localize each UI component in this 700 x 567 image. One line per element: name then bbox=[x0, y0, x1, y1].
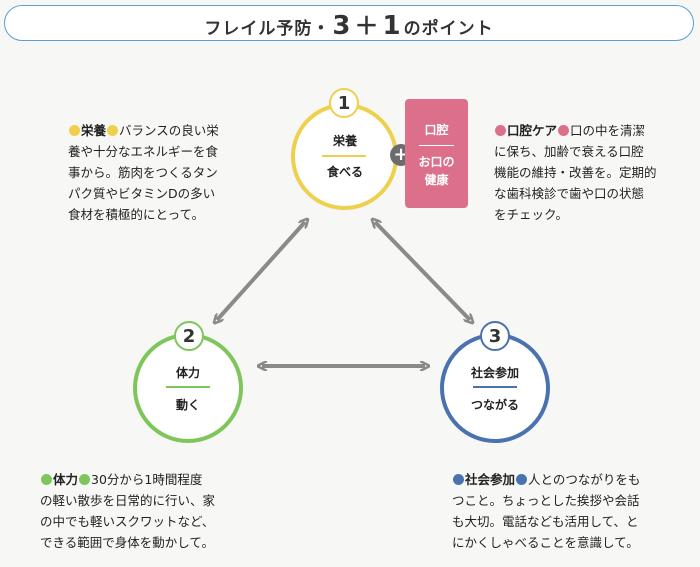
social-label: 社会参加 bbox=[470, 366, 519, 380]
physical-divider bbox=[166, 386, 210, 388]
social-number-badge: 3 bbox=[480, 321, 510, 351]
nutrition-description: 栄養バランスの良い栄 養や十分なエネルギーを食 事から。筋肉をつくるタン パク質… bbox=[68, 123, 219, 222]
arrow-nutrition-physical bbox=[217, 222, 305, 320]
physical-sub-label: 動く bbox=[175, 398, 200, 412]
title-number-three: 3 bbox=[332, 10, 352, 41]
nutrition-number-badge: 1 bbox=[329, 88, 359, 118]
nutrition-label: 栄養 bbox=[332, 134, 357, 148]
oral-sub-label-1: お口の bbox=[418, 155, 455, 169]
oral-divider bbox=[419, 145, 454, 146]
oral-health-box: 口腔 お口の 健康 bbox=[405, 99, 468, 208]
title-suffix: のポイント bbox=[403, 18, 494, 39]
green-dot-icon bbox=[79, 474, 91, 485]
physical-circle bbox=[133, 333, 243, 443]
blue-dot-icon bbox=[453, 474, 464, 485]
blue-dot-icon bbox=[516, 474, 528, 485]
oral-description: 口腔ケア口の中を清潔 に保ち、加齢で衰える口腔 機能の維持・改善を。定期的 な歯… bbox=[494, 123, 657, 222]
title-number-one: 1 bbox=[382, 10, 402, 41]
pink-dot-icon bbox=[495, 125, 506, 136]
social-sub-label: つながる bbox=[470, 398, 519, 412]
social-keyword: 社会参加 bbox=[465, 472, 516, 487]
oral-keyword: 口腔ケア bbox=[507, 123, 558, 138]
social-divider bbox=[473, 386, 517, 388]
arrow-nutrition-social bbox=[375, 222, 470, 320]
social-description: 社会参加人とのつながりをも つこと。ちょっとした挨拶や会話 も大切。電話なども活… bbox=[452, 472, 641, 550]
physical-keyword: 体力 bbox=[53, 472, 79, 487]
oral-label: 口腔 bbox=[424, 123, 449, 137]
social-circle bbox=[440, 333, 550, 443]
title-plus: ＋ bbox=[354, 11, 380, 40]
yellow-dot-icon bbox=[107, 125, 119, 136]
nutrition-sub-label: 食べる bbox=[326, 165, 363, 179]
physical-number-badge: 2 bbox=[174, 321, 204, 351]
title-prefix: フレイル予防・ bbox=[204, 18, 331, 39]
nutrition-keyword: 栄養 bbox=[81, 123, 107, 138]
pink-dot-icon bbox=[558, 125, 570, 136]
oral-sub-label-2: 健康 bbox=[424, 173, 449, 187]
nutrition-circle bbox=[291, 103, 398, 210]
green-dot-icon bbox=[41, 474, 52, 485]
physical-label: 体力 bbox=[175, 366, 200, 380]
nutrition-divider bbox=[322, 155, 366, 157]
yellow-dot-icon bbox=[69, 125, 80, 136]
